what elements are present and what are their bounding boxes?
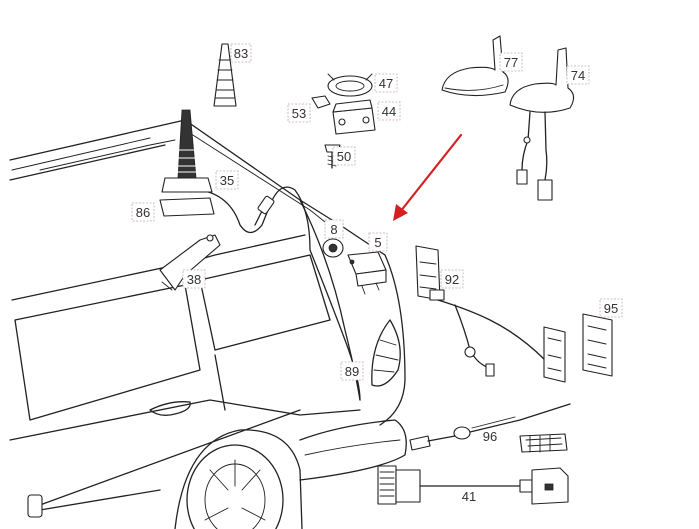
callout-95: 95 (599, 298, 623, 318)
callout-77: 77 (499, 52, 523, 72)
callout-53: 53 (287, 103, 311, 123)
callout-50: 50 (332, 146, 356, 166)
pad-part (159, 197, 215, 217)
callout-77-text: 77 (504, 55, 518, 70)
grommet-part (322, 238, 344, 258)
harness-41 (377, 465, 569, 505)
callout-8: 8 (324, 219, 344, 239)
callout-5: 5 (368, 232, 388, 252)
cable-96 (409, 403, 571, 451)
callout-41: 41 (462, 489, 476, 504)
callout-38: 38 (182, 269, 206, 289)
callout-8-text: 8 (330, 222, 337, 237)
callout-35-text: 35 (220, 173, 234, 188)
connector-part (519, 433, 568, 453)
bracket-95 (582, 313, 613, 377)
pointer-arrow (393, 133, 463, 221)
callout-53-text: 53 (292, 106, 306, 121)
bracket-part (159, 234, 221, 291)
callout-38-text: 38 (187, 272, 201, 287)
callout-83-text: 83 (234, 46, 248, 61)
shark-fin-antenna-74 (509, 47, 575, 201)
callout-96: 96 (483, 429, 497, 444)
callout-86: 86 (131, 202, 155, 222)
callout-95-text: 95 (604, 301, 618, 316)
callout-41-text: 41 (462, 489, 476, 504)
callout-74-text: 74 (571, 68, 585, 83)
callout-83: 83 (230, 43, 252, 63)
callout-44-text: 44 (382, 104, 396, 119)
callout-5-text: 5 (374, 235, 381, 250)
stub-antenna-part (213, 43, 237, 107)
callout-89: 89 (340, 361, 364, 381)
antenna-cable (27, 186, 361, 518)
callout-47-text: 47 (379, 76, 393, 91)
shark-fin-antenna-77 (441, 35, 509, 97)
callout-96-text: 96 (483, 429, 497, 444)
callout-50-text: 50 (337, 149, 351, 164)
callout-89-text: 89 (345, 364, 359, 379)
clip-part (311, 95, 331, 109)
callout-47: 47 (374, 73, 398, 93)
callout-92: 92 (440, 269, 464, 289)
amplifier-part (332, 99, 376, 135)
ring-part (327, 73, 373, 97)
callout-92-text: 92 (445, 272, 459, 287)
callout-86-text: 86 (136, 205, 150, 220)
callout-74: 74 (566, 65, 590, 85)
callout-44: 44 (377, 101, 401, 121)
module-part (347, 251, 387, 295)
bracket-92 (543, 326, 566, 383)
callout-35: 35 (215, 170, 239, 190)
roof-antenna-mast (161, 109, 213, 193)
control-unit-92 (415, 245, 546, 377)
